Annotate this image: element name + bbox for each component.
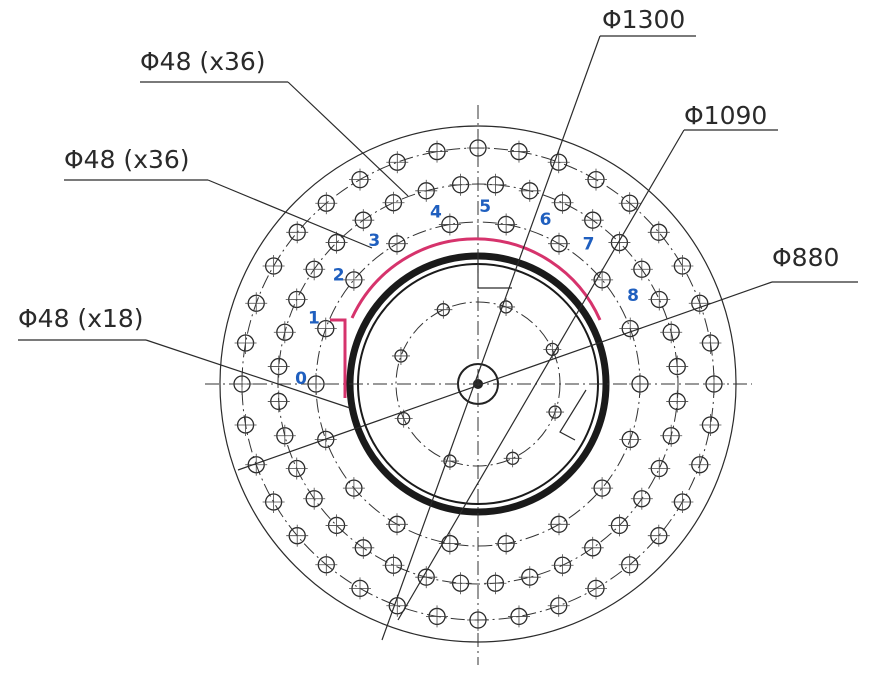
leader-lines xyxy=(18,35,858,641)
inner-holes-label: Φ48 (x18) xyxy=(18,304,144,333)
hole-pattern xyxy=(231,137,725,631)
position-number-7: 7 xyxy=(583,235,595,255)
position-numbers: 0 1 2 3 4 5 6 7 8 xyxy=(295,197,639,389)
position-number-0: 0 xyxy=(295,369,307,389)
position-number-4: 4 xyxy=(430,202,442,222)
position-number-6: 6 xyxy=(540,210,552,230)
position-number-5: 5 xyxy=(479,197,491,217)
inner-diameter-label: Φ880 xyxy=(772,243,839,272)
highlight-arc xyxy=(330,237,602,398)
position-number-8: 8 xyxy=(627,286,639,306)
middle-holes-label: Φ48 (x36) xyxy=(64,145,190,174)
position-number-2: 2 xyxy=(333,265,345,285)
position-number-1: 1 xyxy=(308,308,320,328)
right-notch xyxy=(559,389,587,441)
mid-diameter-label: Φ1090 xyxy=(684,101,767,130)
outer-holes-label: Φ48 (x36) xyxy=(140,47,266,76)
outer-diameter-label: Φ1300 xyxy=(602,5,685,34)
position-number-3: 3 xyxy=(368,231,380,251)
